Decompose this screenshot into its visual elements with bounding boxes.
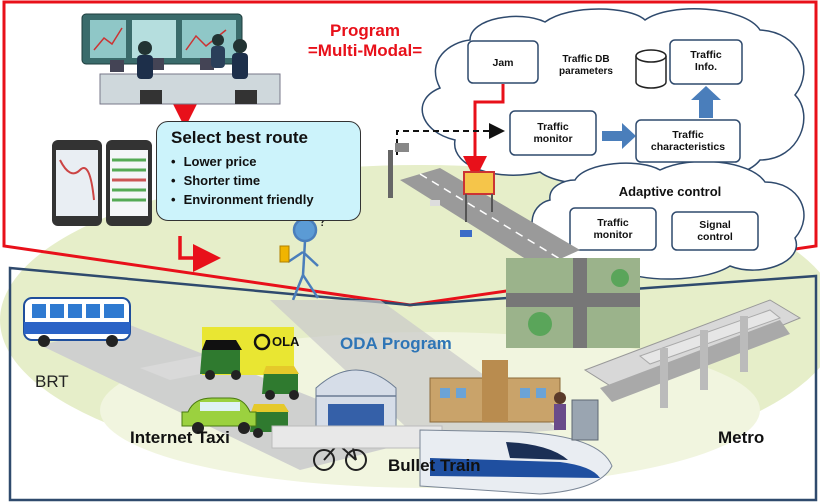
- taxi-illustration: [181, 397, 257, 434]
- adaptive-monitor-box: [569, 207, 657, 251]
- oda-program-title: ODA Program: [340, 334, 452, 353]
- jam-box: [467, 40, 539, 84]
- traffic-db-label: Traffic DB parameters: [559, 54, 613, 77]
- database-icon: [635, 49, 667, 89]
- program-title: Program =Multi-Modal=: [300, 21, 430, 61]
- route-criteria-list: Lower price Shorter time Environment fri…: [171, 152, 360, 209]
- bullet-train-label: Bullet Train: [388, 456, 481, 475]
- select-best-route-box: Select best route Lower price Shorter ti…: [156, 121, 361, 221]
- metro-illustration: [583, 299, 802, 408]
- oda-frame: [8, 266, 818, 502]
- arrow-characteristics-to-info: [691, 86, 721, 118]
- mall-building-illustration: [429, 360, 561, 423]
- route-criterion: Lower price: [171, 152, 360, 171]
- auto-rickshaw-illustrations: [200, 340, 299, 438]
- station-building-illustration: [271, 369, 443, 449]
- ticket-gate-illustration: [554, 392, 599, 441]
- route-box-title: Select best route: [171, 128, 308, 147]
- jam-label: Jam: [492, 57, 514, 69]
- adaptive-traffic-monitor-label: Traffic monitor: [593, 217, 633, 241]
- traffic-monitor-label: Traffic monitor: [533, 121, 573, 145]
- signal-control-box: [671, 211, 759, 251]
- ola-logo-text: OLA: [272, 334, 300, 349]
- brt-bus-illustration: [23, 297, 131, 347]
- traffic-cloud: [421, 8, 805, 186]
- signal-control-label: Signal control: [697, 219, 733, 243]
- traffic-info-box: [669, 39, 743, 85]
- brt-label: BRT: [35, 372, 69, 391]
- traffic-info-label: Traffic Info.: [690, 49, 722, 73]
- question-mark: ?: [318, 213, 327, 230]
- internet-taxi-label: Internet Taxi: [130, 428, 230, 447]
- smartphone-icons: [52, 140, 152, 226]
- program-title-line1: Program: [330, 21, 400, 40]
- road-illustration: [388, 143, 640, 348]
- route-criterion: Shorter time: [171, 171, 360, 190]
- red-arrow-route: [178, 236, 221, 272]
- person-figure: [279, 217, 320, 301]
- bullet-train-illustration: [419, 429, 613, 495]
- traffic-characteristics-label: Traffic characteristics: [650, 129, 726, 153]
- program-title-line2: =Multi-Modal=: [307, 41, 423, 60]
- red-arrow-jam: [463, 84, 505, 180]
- traffic-monitor-box: [509, 110, 597, 156]
- control-room-illustration: [81, 13, 281, 105]
- dashed-arrow-camera: [396, 123, 505, 155]
- route-criterion: Environment friendly: [171, 190, 360, 209]
- arrow-monitor-to-characteristics: [602, 123, 636, 149]
- traffic-characteristics-box: [635, 119, 741, 163]
- metro-label: Metro: [718, 428, 765, 447]
- adaptive-control-title: Adaptive control: [618, 184, 722, 199]
